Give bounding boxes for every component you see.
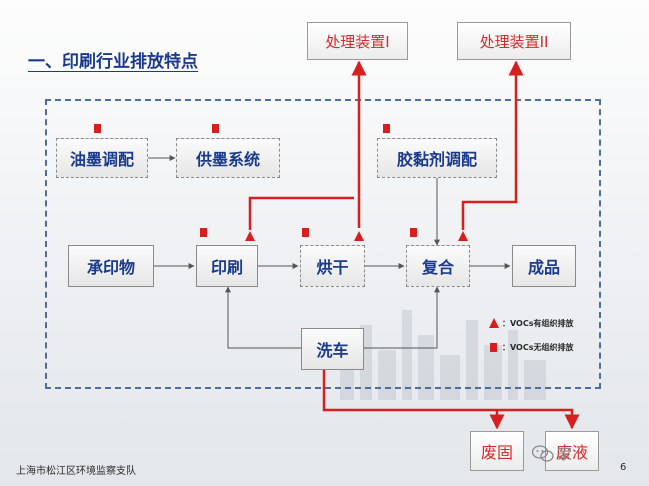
unorganized-emission-marker [212, 124, 219, 133]
legend-unorganized: ：VOCs无组织排放 [502, 342, 573, 353]
process-ink-supply: 供墨系统 [176, 138, 280, 178]
arrow-washing-to-laminating [364, 287, 437, 348]
organized-emission-marker [354, 231, 364, 241]
process-printing: 印刷 [196, 245, 258, 287]
process-washing: 洗车 [301, 328, 364, 370]
process-drying: 烘干 [300, 245, 365, 287]
treatment-device-2: 处理装置II [457, 22, 571, 60]
unorganized-emission-marker [302, 228, 309, 237]
legend-organized: ：VOCs有组织排放 [502, 318, 573, 329]
footer-org: 上海市松江区环境监察支队 [16, 462, 136, 477]
process-adhesive-mixing: 胶黏剂调配 [377, 138, 497, 178]
process-substrate: 承印物 [68, 245, 154, 287]
page-number: 6 [620, 462, 626, 473]
wechat-icon [532, 445, 554, 462]
waste-solid: 废固 [470, 431, 524, 471]
wechat-watermark: 家 [532, 443, 572, 464]
emission-printing-to-device1 [250, 198, 354, 230]
organized-emission-marker [245, 231, 255, 241]
unorganized-emission-marker [383, 124, 390, 133]
organized-emission-marker [458, 231, 468, 241]
legend-square-icon [490, 343, 497, 352]
process-ink-mixing: 油墨调配 [56, 138, 148, 178]
arrow-washing-to-printing [228, 287, 301, 348]
legend-triangle-icon [489, 318, 499, 328]
waste-line [324, 370, 572, 428]
watermark-text: 家 [557, 443, 572, 464]
unorganized-emission-marker [410, 228, 417, 237]
unorganized-emission-marker [200, 228, 207, 237]
treatment-device-1: 处理装置I [307, 22, 408, 60]
process-laminating: 复合 [406, 245, 470, 287]
process-finished-product: 成品 [512, 245, 576, 287]
unorganized-emission-marker [94, 124, 101, 133]
